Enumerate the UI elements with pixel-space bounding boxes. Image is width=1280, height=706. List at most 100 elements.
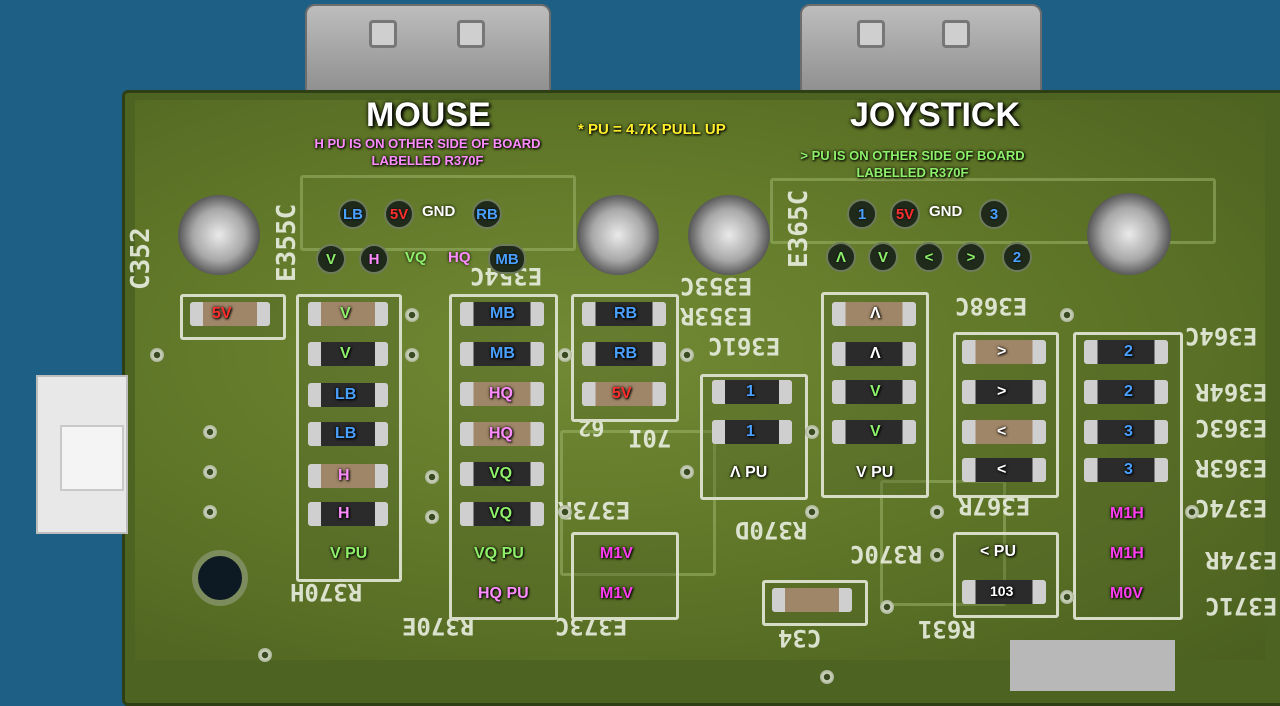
silk-c352: C352 [126,227,156,290]
label-col7-1: > [997,383,1007,400]
c34-capacitor [772,588,852,612]
silk-e371c: E371C [1205,592,1278,620]
mouse-pin-5v: 5V [384,199,414,229]
silk-r370h: R370H [290,578,363,606]
label-col7-4: < PU [980,543,1017,560]
smd-component [308,342,388,366]
mouse-pin-mb: MB [488,244,526,274]
label-col3-3: HQ [489,425,513,442]
silk-e363c: E363C [1195,414,1268,442]
smd-component [582,302,666,326]
label-col7-2: < [997,423,1007,440]
smd-component [460,382,544,406]
label-col1-0: 5V [212,305,232,322]
silk-70i: 70I [628,424,672,452]
label-col8-5: M1H [1110,545,1144,562]
smd-component [832,380,916,404]
label-col4-4: M1V [600,585,633,602]
label-col3-0: MB [490,305,515,322]
label-col5-1: 1 [746,423,755,440]
silk-r370d: R370D [735,516,808,544]
joy-pin-gnd: GND [929,203,963,220]
label-col6-3: V [870,423,881,440]
joy-pin-right: > [956,242,986,272]
silk-e364c: E364C [1185,322,1258,350]
silk-e368c: E368C [955,292,1028,320]
label-col8-1: 2 [1124,383,1133,400]
mouse-pin-v: V [316,244,346,274]
joy-pin-v: V [868,242,898,272]
label-col8-3: 3 [1124,461,1133,478]
label-col4-2: 5V [612,385,632,402]
silk-c34: C34 [778,624,822,652]
smd-component [460,342,544,366]
joy-pin-left: < [914,242,944,272]
smd-component [460,422,544,446]
smd-component [1084,420,1168,444]
joy-pin-2: 2 [1002,242,1032,272]
mounting-hole-4 [1087,193,1171,275]
silk-e365c: E365C [784,189,814,268]
silk-r631: R631 [918,615,976,643]
label-col3-2: HQ [489,385,513,402]
label-col2-5: H [338,505,350,522]
label-col5-0: 1 [746,383,755,400]
mounting-hole-1 [178,195,260,275]
label-col6-2: V [870,383,881,400]
smd-component [308,302,388,326]
smd-component [460,302,544,326]
smd-component [962,420,1046,444]
smd-component [308,464,388,488]
silk-e353r: E353R [680,302,753,330]
label-col7-0: > [997,343,1007,360]
smd-component [1084,458,1168,482]
silk-e361c: E361C [708,332,781,360]
board-large-hole [192,550,248,606]
mounting-hole-2 [577,195,659,275]
smd-component [308,422,388,446]
smd-component [962,340,1046,364]
smd-component [832,420,916,444]
label-col8-6: M0V [1110,585,1143,602]
mounting-hole-3 [688,195,770,275]
label-col2-1: V [340,345,351,362]
smd-component [712,420,792,444]
silk-e353c: E353C [680,272,753,300]
smd-component [308,502,388,526]
smd-component [460,462,544,486]
joy-pin-up: Λ [826,242,856,272]
metal-shield [1010,640,1175,691]
smd-component [582,342,666,366]
label-col3-7: HQ PU [478,585,529,602]
label-col2-2: LB [335,386,357,403]
label-col3-1: MB [490,345,515,362]
label-col8-4: M1H [1110,505,1144,522]
smd-component [962,380,1046,404]
mouse-pin-hq: HQ [448,249,471,266]
mouse-title: MOUSE [366,96,491,134]
side-connector-tab [60,425,124,491]
column-4b-box [571,532,679,620]
label-col4-3: M1V [600,545,633,562]
label-col7-3: < [997,461,1007,478]
mouse-pin-gnd: GND [422,203,456,220]
smd-component [962,580,1046,604]
asterisk-icon: * [578,121,584,138]
mouse-pin-lb: LB [338,199,368,229]
smd-component [832,342,916,366]
pullup-note: * PU = 4.7K PULL UP [578,121,726,138]
joy-pin-1: 1 [847,199,877,229]
mouse-pin-h: H [359,244,389,274]
mouse-pin-vq: VQ [405,249,427,266]
label-col7-103: 103 [990,583,1014,599]
label-col8-0: 2 [1124,343,1133,360]
label-col4-0: RB [614,305,638,322]
label-col2-4: H [338,467,350,484]
mouse-db9-connector [305,4,551,100]
silk-e355c: E355C [272,203,302,282]
joy-pin-3: 3 [979,199,1009,229]
smd-component [962,458,1046,482]
silk-r370c: R370C [850,540,923,568]
silk-e374c: E374C [1195,494,1268,522]
